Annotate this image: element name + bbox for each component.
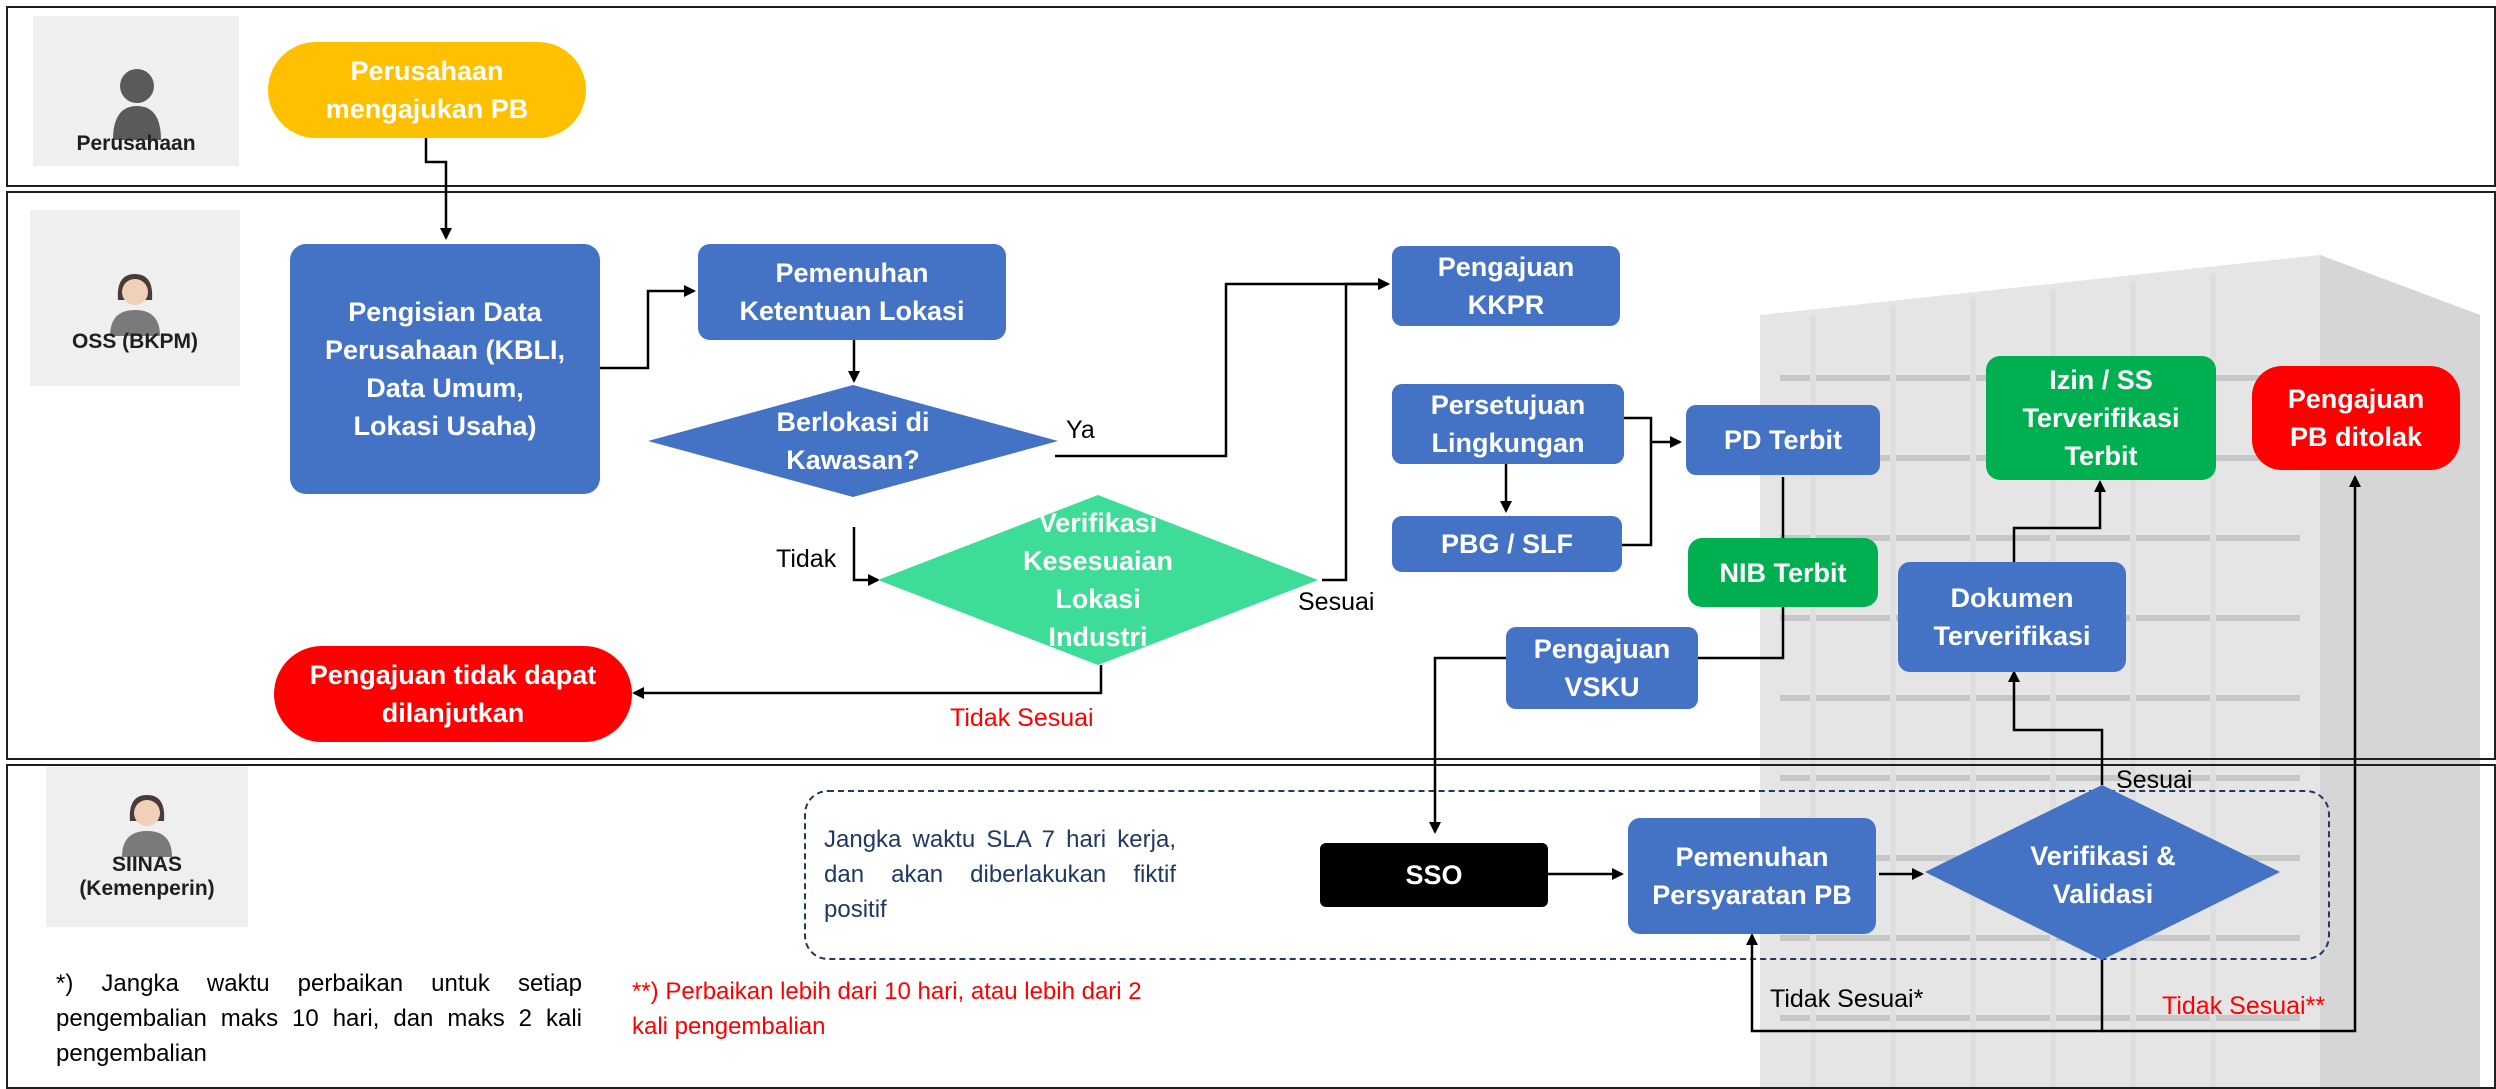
node-pengajuan-vsku: Pengajuan VSKU — [1506, 627, 1698, 709]
decision-diamond-verifikasi-validasi — [1925, 785, 2280, 960]
node-pemenuhan-persyaratan-pb: Pemenuhan Persyaratan PB — [1628, 818, 1876, 934]
edge-label-tidak-sesuai: Tidak Sesuai — [950, 704, 1094, 732]
lane-oss — [6, 191, 2496, 760]
footnote-single-star: *) Jangka waktu perbaikan untuk setiap p… — [56, 970, 582, 1067]
actor-label: Perusahaan — [76, 132, 196, 155]
node-sso: SSO — [1320, 843, 1548, 907]
actor-oss: OSS (BKPM) — [30, 210, 240, 386]
female-person-icon — [122, 795, 172, 857]
actor-perusahaan: Perusahaan — [33, 16, 239, 166]
edge-label-sesuai-validasi: Sesuai — [2116, 766, 2193, 794]
lane-perusahaan — [6, 6, 2496, 187]
edge-label-tidak: Tidak — [776, 545, 837, 573]
actor-siinas: SIINAS (Kemenperin) — [46, 767, 248, 927]
node-izin-ss-terbit: Izin / SS Terverifikasi Terbit — [1986, 356, 2216, 480]
node-dokumen-terverifikasi: Dokumen Terverifikasi — [1898, 562, 2126, 672]
node-nib-terbit: NIB Terbit — [1688, 538, 1878, 607]
node-pemenuhan-lokasi: Pemenuhan Ketentuan Lokasi — [698, 244, 1006, 340]
verifikasi-validasi-label: Verifikasi & Validasi — [2030, 841, 2176, 909]
edge-label-tidak-sesuai-star: Tidak Sesuai* — [1770, 985, 1924, 1013]
node-pengajuan-kkpr: Pengajuan KKPR — [1392, 246, 1620, 326]
sla-note: Jangka waktu SLA 7 hari kerja, dan akan … — [824, 826, 1176, 923]
actor-label: OSS (BKPM) — [72, 330, 198, 353]
sla-dashed-region — [804, 790, 2330, 960]
node-perusahaan-mengajukan-pb: Perusahaan mengajukan PB — [268, 42, 586, 138]
edge-label-tidak-sesuai-double-star: Tidak Sesuai** — [2162, 992, 2326, 1020]
female-person-icon — [110, 274, 160, 336]
berlokasi-kawasan-label: Berlokasi di Kawasan? — [776, 407, 930, 475]
actor-label: SIINAS (Kemenperin) — [79, 853, 215, 900]
edge-label-ya: Ya — [1066, 416, 1095, 444]
footnote-double-star: **) Perbaikan lebih dari 10 hari, atau l… — [632, 978, 1142, 1040]
node-pengisian-data: Pengisian Data Perusahaan (KBLI, Data Um… — [290, 244, 600, 494]
decision-diamond-berlokasi — [648, 385, 1058, 497]
node-pbg-slf: PBG / SLF — [1392, 516, 1622, 572]
decision-diamond-verifikasi-kesesuaian — [878, 495, 1318, 665]
node-pd-terbit: PD Terbit — [1686, 405, 1880, 475]
node-pengajuan-tidak-dilanjutkan: Pengajuan tidak dapat dilanjutkan — [274, 646, 632, 742]
edge-label-sesuai: Sesuai — [1298, 588, 1375, 616]
lane-siinas — [6, 764, 2496, 1089]
node-pengajuan-pb-ditolak: Pengajuan PB ditolak — [2252, 366, 2460, 470]
node-persetujuan-lingkungan: Persetujuan Lingkungan — [1392, 384, 1624, 464]
verifikasi-kesesuaian-label: Verifikasi Kesesuaian Lokasi Industri — [1022, 508, 1174, 652]
person-icon — [113, 69, 161, 140]
